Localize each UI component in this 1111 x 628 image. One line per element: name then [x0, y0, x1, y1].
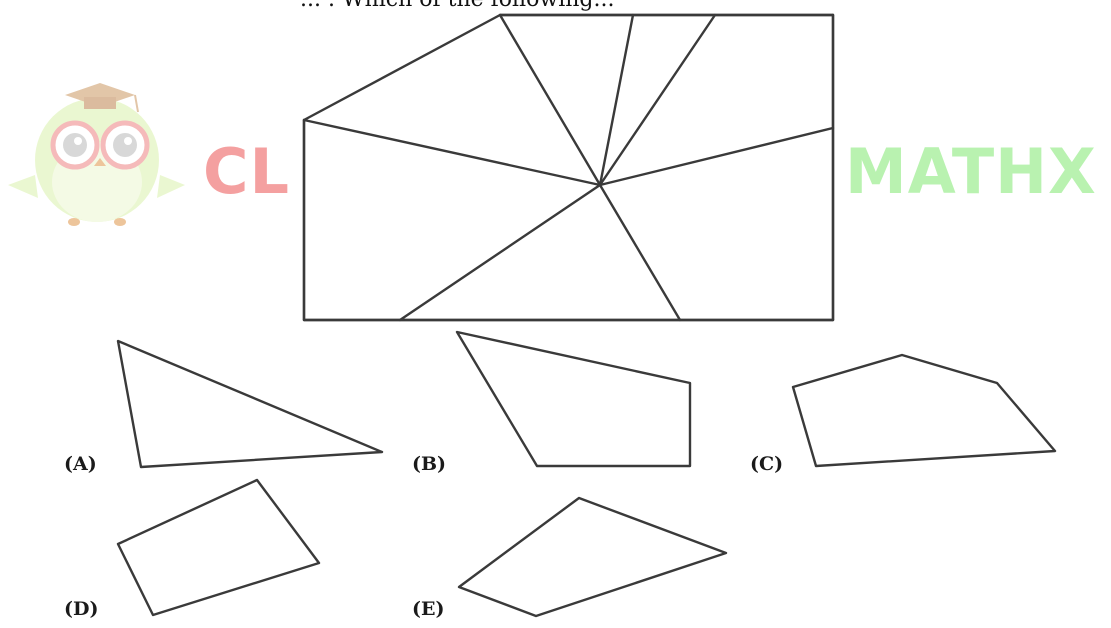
segment-to-top-right	[598, 13, 717, 187]
option-a-shape	[116, 339, 384, 469]
option-d-shape	[116, 478, 321, 617]
option-c[interactable]: (C)	[750, 353, 1057, 475]
option-e-shape	[457, 496, 728, 618]
option-a-label: (A)	[64, 453, 97, 475]
main-figure	[302, 13, 835, 322]
main-figure-outline	[302, 13, 835, 322]
option-d[interactable]: (D)	[64, 478, 321, 620]
owl-logo	[8, 83, 185, 226]
option-c-label: (C)	[750, 453, 783, 475]
clipped-question-text: ... . Which of the following...	[300, 0, 614, 12]
segment-to-right	[598, 126, 835, 187]
watermark-text-right: MATHX	[845, 135, 1097, 208]
segment-to-bottom-left	[398, 183, 602, 322]
option-b[interactable]: (B)	[412, 330, 692, 475]
watermark-text-left: CL	[203, 135, 290, 208]
option-c-shape	[791, 353, 1057, 468]
segment-to-left-top	[302, 118, 602, 187]
option-b-shape	[455, 330, 692, 468]
option-b-label: (B)	[412, 453, 446, 475]
segment-to-top-mid	[598, 13, 635, 187]
option-a[interactable]: (A)	[64, 339, 384, 475]
option-d-label: (D)	[64, 598, 98, 620]
segment-to-top-left	[498, 13, 602, 187]
option-e[interactable]: (E)	[412, 496, 728, 620]
option-e-label: (E)	[412, 598, 444, 620]
segment-to-bottom-right	[598, 183, 682, 322]
